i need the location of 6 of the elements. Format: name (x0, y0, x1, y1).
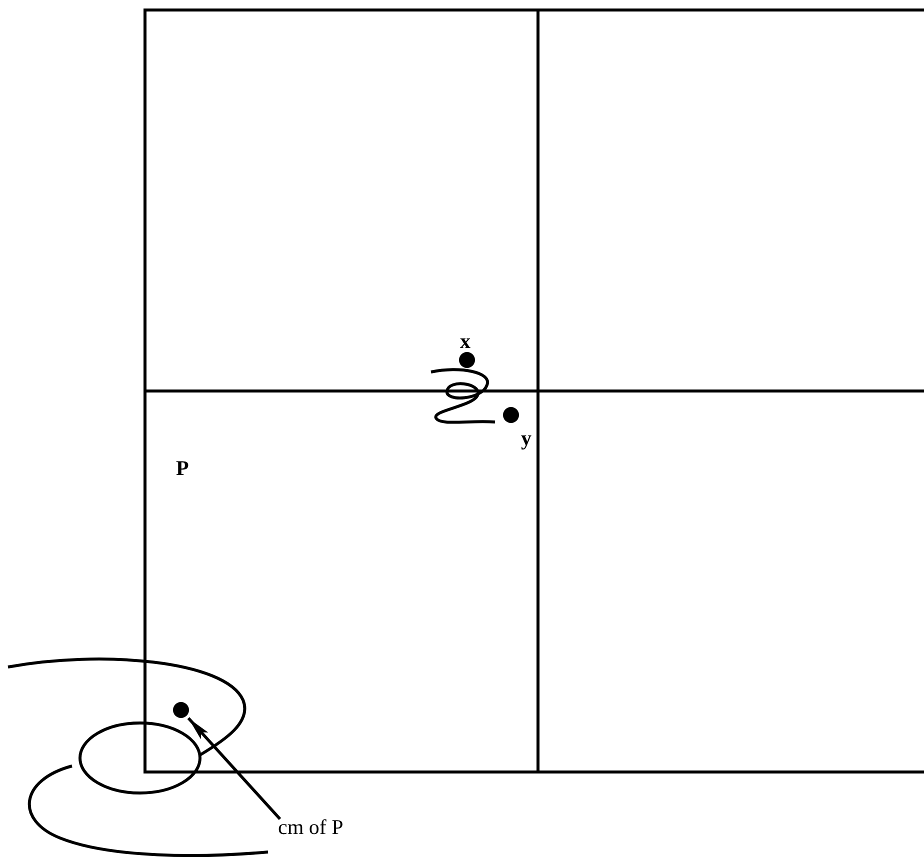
point-label: P (176, 458, 189, 479)
point-label: x (460, 331, 470, 352)
point-label: y (521, 428, 532, 449)
leader-arrow (187, 717, 282, 820)
center-of-mass-dot (173, 702, 189, 718)
callout-label: cm of P (278, 817, 344, 838)
